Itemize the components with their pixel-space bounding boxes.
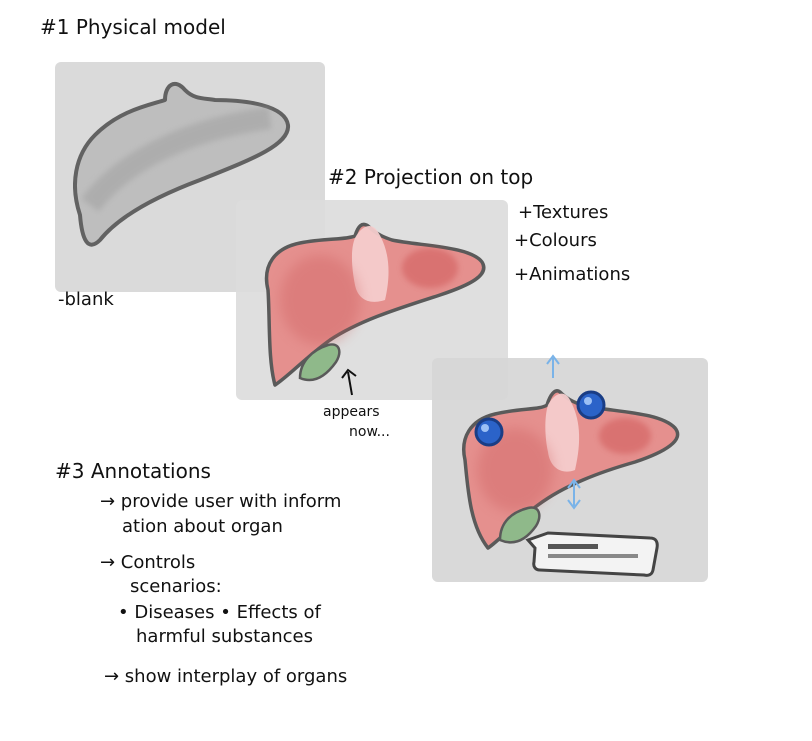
projection-bullet-textures: +Textures [518, 202, 608, 223]
section-projection: #2 Projection on top +Textures +Colours … [236, 165, 630, 440]
marker-highlight-icon [584, 397, 592, 405]
info-card-line [548, 544, 598, 549]
projection-bullet-colours: +Colours [514, 230, 597, 251]
annotation-line-5: • Diseases • Effects of [118, 602, 321, 623]
appears-arrow [341, 368, 357, 396]
appears-note-line-2: now... [349, 424, 390, 440]
annotation-line-1: → provide user with inform [100, 491, 341, 512]
physical-liver-model [73, 81, 290, 247]
animation-vertical-arrow-icon [567, 478, 581, 510]
section-3-title: #3 Annotations [55, 459, 211, 483]
annotation-line-7: → show interplay of organs [104, 666, 347, 687]
section-1-note: -blank [58, 289, 114, 310]
section-annotations-text: #3 Annotations → provide user with infor… [55, 459, 347, 687]
info-card-line [548, 554, 638, 558]
projection-bullet-animations: +Animations [514, 264, 630, 285]
section-annotations-visual [432, 354, 708, 582]
annotation-marker-left-icon[interactable] [474, 417, 504, 447]
marker-highlight-icon [481, 424, 489, 432]
animation-up-arrow-icon [546, 354, 560, 378]
annotated-liver [462, 389, 680, 550]
appears-note-line-1: appears [323, 404, 380, 420]
annotation-line-6: harmful substances [136, 626, 313, 647]
section-1-title: #1 Physical model [40, 15, 226, 39]
projected-liver [264, 222, 486, 387]
annotation-line-4: scenarios: [130, 576, 222, 597]
annotation-line-2: ation about organ [122, 516, 283, 537]
annotation-line-3: → Controls [100, 552, 195, 573]
annotation-info-card[interactable] [525, 531, 659, 577]
annotation-marker-right-icon[interactable] [576, 390, 606, 420]
section-2-title: #2 Projection on top [328, 165, 533, 189]
